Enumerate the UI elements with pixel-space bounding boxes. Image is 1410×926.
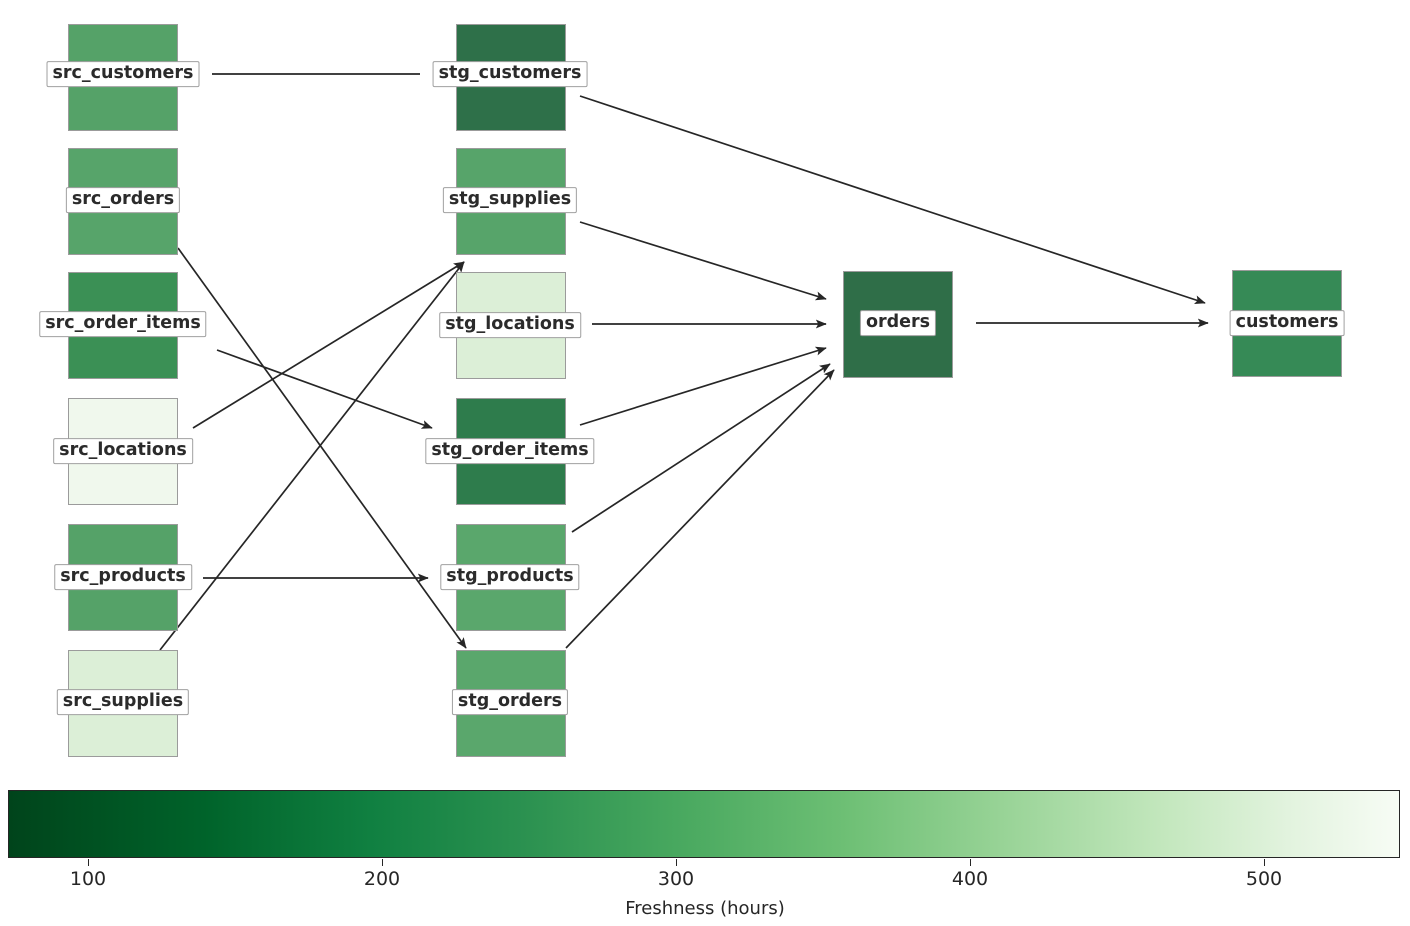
colorbar-title: Freshness (hours) (625, 898, 785, 919)
node-label-stg-customers[interactable]: stg_customers (432, 61, 588, 87)
colorbar-gradient (9, 791, 1399, 857)
edge-src_order_items-stg_order_items (216, 349, 433, 429)
edge-src_locations-stg_locations (192, 261, 465, 429)
node-label-stg-products[interactable]: stg_products (440, 564, 580, 590)
edge-stg_order_items-orders (579, 346, 827, 426)
colorbar-tick-label-3: 300 (657, 868, 695, 890)
node-label-src-customers[interactable]: src_customers (46, 61, 200, 87)
colorbar-tick-2 (382, 859, 383, 866)
node-label-customers[interactable]: customers (1229, 310, 1345, 336)
node-label-stg-orders[interactable]: stg_orders (451, 689, 569, 715)
colorbar-tick-label-4: 400 (951, 868, 989, 890)
colorbar-tick-label-5: 500 (1245, 868, 1283, 890)
colorbar-tick-label-2: 200 (363, 868, 401, 890)
node-label-stg-order-items[interactable]: stg_order_items (425, 438, 595, 464)
edge-stg_supplies-orders (579, 221, 827, 301)
edge-stg_products-orders (571, 363, 831, 533)
edge-stg_orders-orders (565, 369, 835, 649)
node-label-stg-supplies[interactable]: stg_supplies (442, 187, 578, 213)
colorbar-tick-3 (676, 859, 677, 866)
node-label-src-supplies[interactable]: src_supplies (56, 689, 190, 715)
colorbar-tick-5 (1264, 859, 1265, 866)
edge-src_orders-stg_orders (177, 247, 467, 649)
freshness-colorbar (8, 790, 1400, 858)
node-label-stg-locations[interactable]: stg_locations (439, 312, 581, 338)
node-label-src-orders[interactable]: src_orders (65, 187, 181, 213)
colorbar-tick-4 (970, 859, 971, 866)
node-label-src-order-items[interactable]: src_order_items (39, 311, 207, 337)
colorbar-tick-label-1: 100 (69, 868, 107, 890)
node-label-orders[interactable]: orders (859, 310, 937, 336)
colorbar-tick-1 (88, 859, 89, 866)
node-label-src-products[interactable]: src_products (54, 564, 192, 590)
node-label-src-locations[interactable]: src_locations (53, 438, 193, 464)
